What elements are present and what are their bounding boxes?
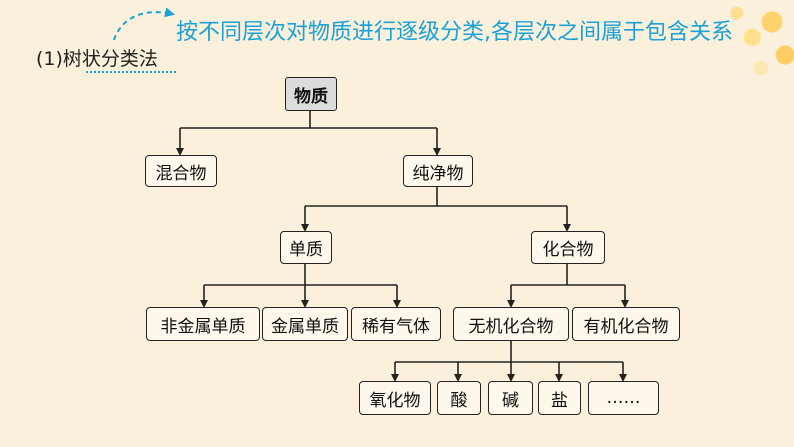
node-acid: 酸: [437, 381, 481, 415]
node-element: 单质: [280, 231, 332, 264]
node-salt: 盐: [538, 381, 581, 415]
node-nonmetal-element: 非金属单质: [146, 307, 260, 341]
node-organic-compound: 有机化合物: [572, 307, 680, 341]
annotation-note: 按不同层次对物质进行逐级分类,各层次之间属于包含关系: [176, 20, 733, 45]
section-heading: (1)树状分类法: [36, 48, 158, 70]
node-mixture: 混合物: [145, 155, 217, 187]
node-etc: ……: [588, 381, 659, 415]
node-root: 物质: [285, 77, 337, 111]
callout-arrow: [113, 7, 175, 41]
node-oxide: 氧化物: [359, 381, 431, 415]
node-base: 碱: [488, 381, 533, 415]
flower-decoration: [684, 0, 794, 110]
node-inorganic-compound: 无机化合物: [453, 307, 569, 341]
node-metal-element: 金属单质: [262, 307, 348, 341]
node-pure-substance: 纯净物: [403, 155, 473, 187]
node-compound: 化合物: [531, 231, 605, 264]
heading-underline: [86, 69, 176, 73]
node-noble-gas: 稀有气体: [351, 307, 441, 341]
